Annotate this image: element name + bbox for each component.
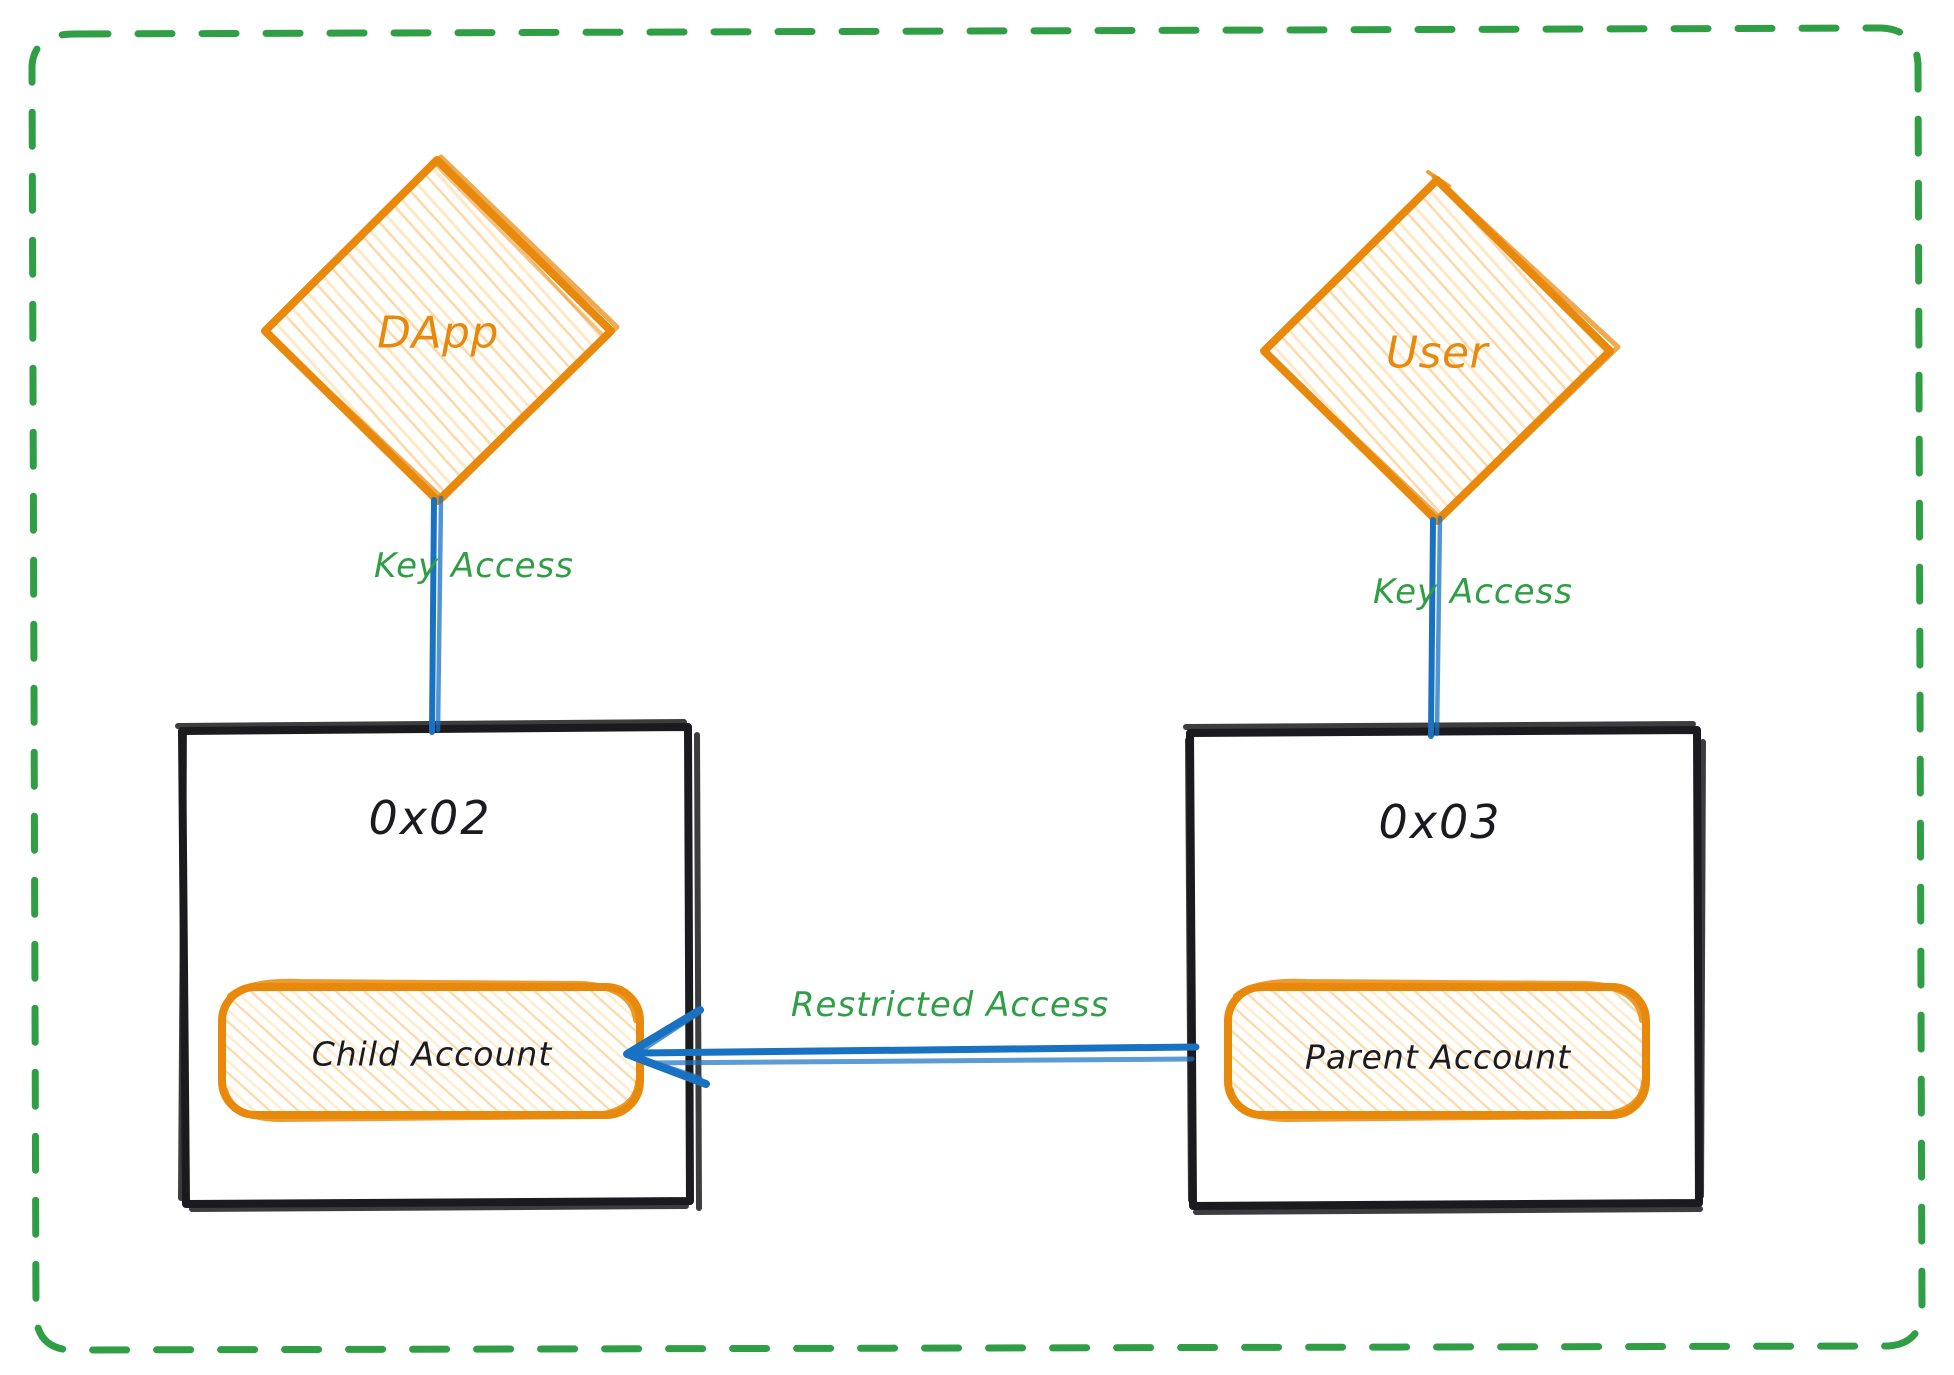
box-parent-account-0x03[interactable] [1183,721,1706,1215]
box-child-account-0x02[interactable] [175,719,702,1212]
node-user[interactable] [1255,170,1625,535]
edge-dapp-key-access[interactable] [429,495,444,735]
outer-dashed-frame [28,24,1926,1354]
parent-account-chip[interactable] [1221,978,1656,1123]
edge-user-key-access[interactable] [1428,515,1443,739]
edge-restricted-access[interactable] [623,1006,1200,1088]
node-dapp[interactable] [255,150,625,515]
child-account-chip[interactable] [215,978,650,1123]
